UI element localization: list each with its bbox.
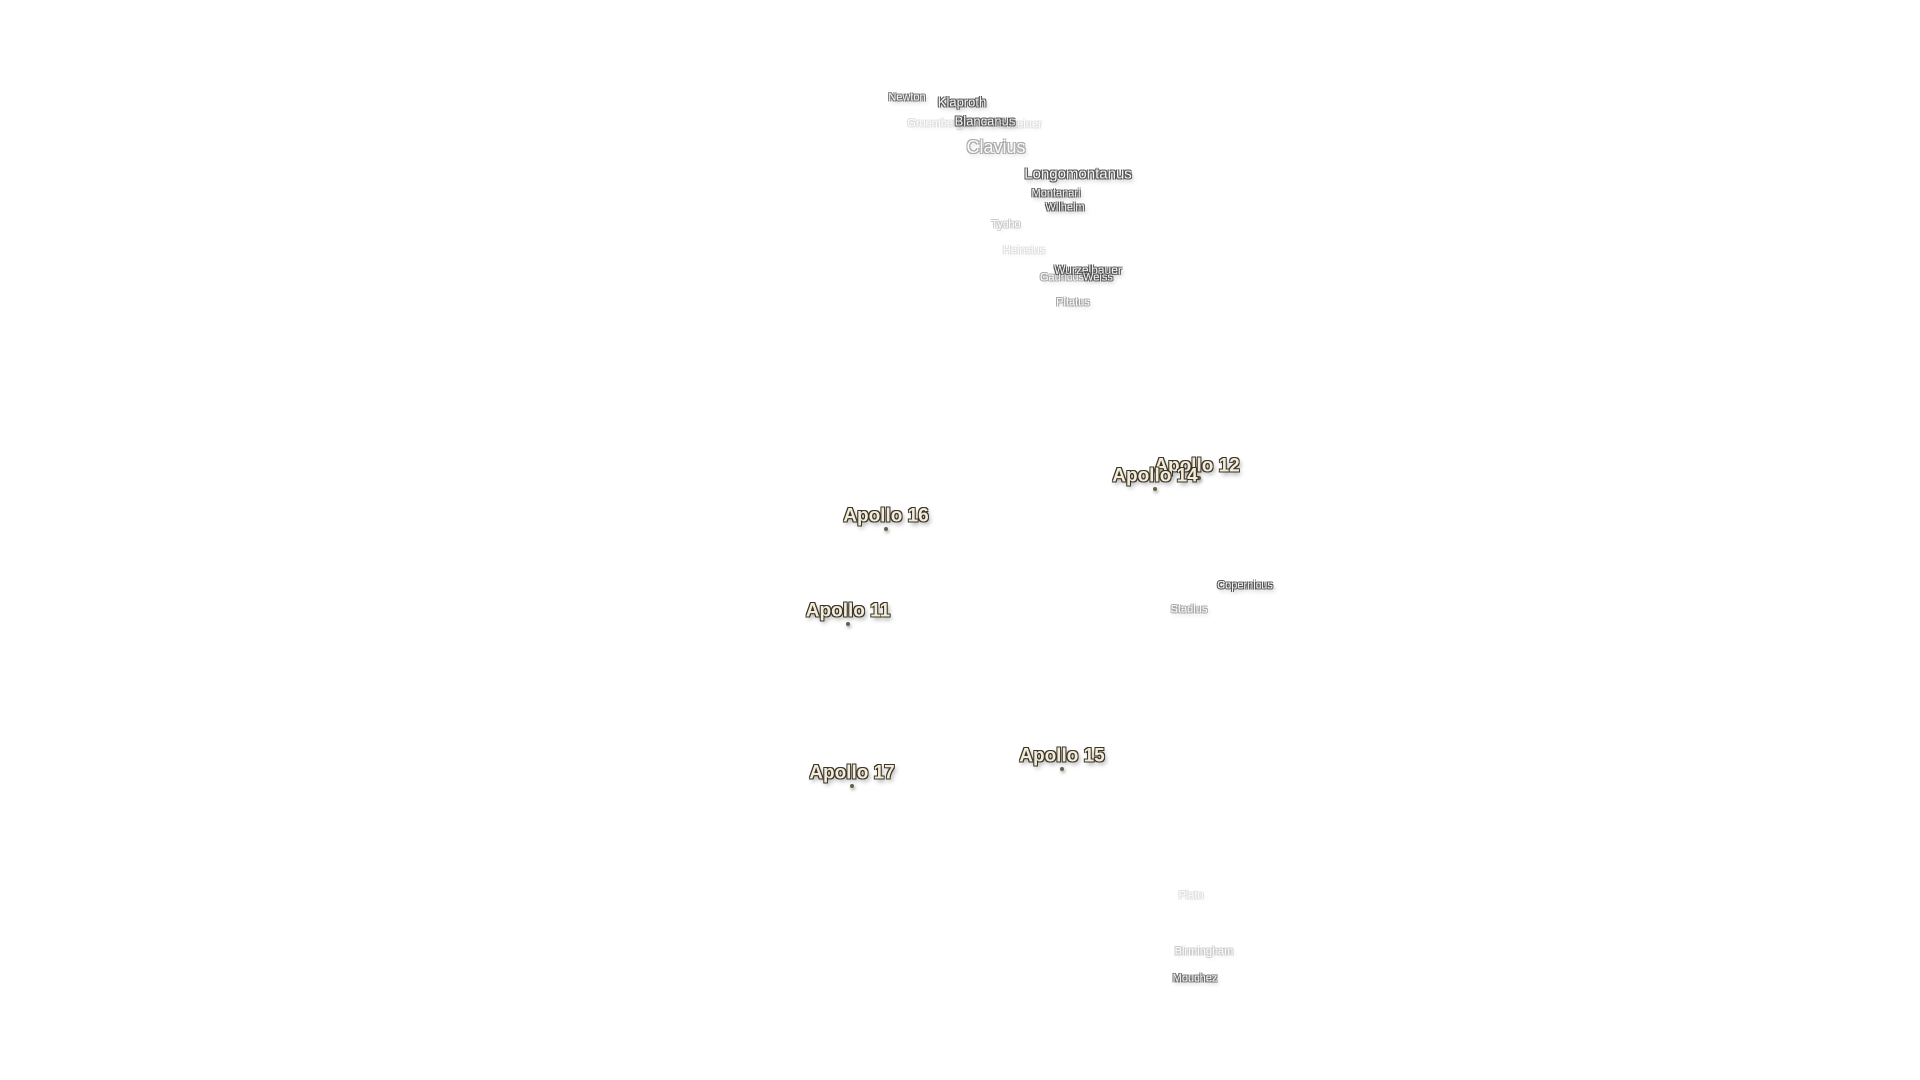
apollo-17-label[interactable]: Apollo 17 <box>809 762 895 784</box>
crater-label-blancanus[interactable]: Blancanus <box>954 113 1016 129</box>
crater-label-scheiner[interactable]: Scheiner <box>998 118 1042 131</box>
apollo-14-label[interactable]: Apollo 14 <box>1112 465 1198 487</box>
apollo-15-site-marker[interactable] <box>1060 767 1064 771</box>
crater-label-stadius[interactable]: Stadius <box>1170 603 1208 616</box>
crater-label-heinsius[interactable]: Heinsius <box>1002 244 1046 257</box>
apollo-15-label[interactable]: Apollo 15 <box>1019 745 1105 767</box>
crater-label-wurzelbauer[interactable]: Wurzelbauer <box>1054 263 1122 277</box>
crater-label-clavius[interactable]: Clavius <box>966 137 1026 157</box>
crater-label-wilhelm[interactable]: Wilhelm <box>1045 201 1085 214</box>
crater-label-gauricus[interactable]: Gauricus <box>1039 271 1085 284</box>
crater-label-weiss[interactable]: Weiss <box>1083 271 1113 284</box>
apollo-12-label[interactable]: Apollo 12 <box>1154 455 1240 477</box>
crater-label-newton[interactable]: Newton <box>888 91 926 104</box>
crater-label-birmingham[interactable]: Birmingham <box>1174 945 1234 958</box>
apollo-14-site-marker[interactable] <box>1153 487 1157 491</box>
crater-label-gruemberger[interactable]: Gruemberger <box>907 117 973 130</box>
crater-label-mouchez[interactable]: Mouchez <box>1172 972 1218 985</box>
apollo-16-label[interactable]: Apollo 16 <box>843 505 929 527</box>
crater-label-pitatus[interactable]: Pitatus <box>1056 296 1090 309</box>
apollo-12-site-marker[interactable] <box>1197 476 1201 480</box>
apollo-11-site-marker[interactable] <box>846 622 850 626</box>
crater-label-klaproth[interactable]: Klaproth <box>937 94 987 110</box>
apollo-11-label[interactable]: Apollo 11 <box>805 600 891 622</box>
apollo-17-site-marker[interactable] <box>850 784 854 788</box>
apollo-16-site-marker[interactable] <box>884 527 888 531</box>
crater-label-plato[interactable]: Plato <box>1178 889 1204 902</box>
crater-label-tycho[interactable]: Tycho <box>991 218 1021 231</box>
crater-label-longomontanus[interactable]: Longomontanus <box>1024 165 1132 183</box>
crater-label-copernicus[interactable]: Copernicus <box>1217 579 1273 592</box>
crater-label-montanari[interactable]: Montanari <box>1031 187 1081 200</box>
